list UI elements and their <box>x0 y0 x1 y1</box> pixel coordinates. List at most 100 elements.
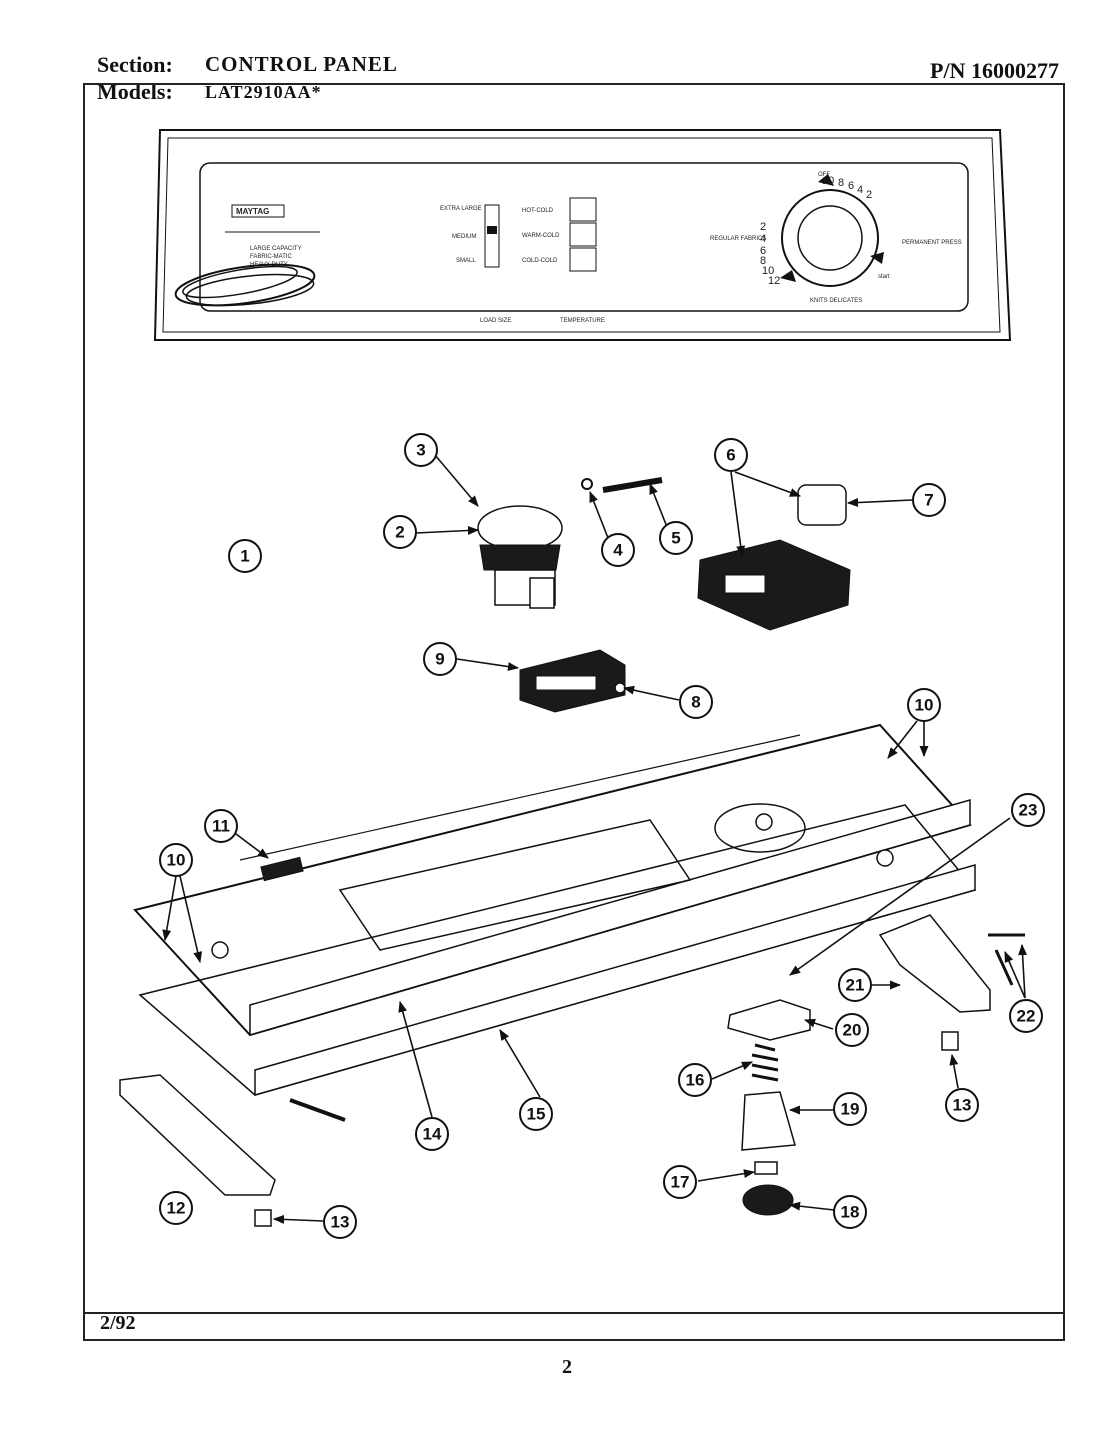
part-wire-harness <box>174 263 316 307</box>
control-panel-face: MAYTAG LARGE CAPACITY FABRIC-MATIC HEAVY… <box>153 129 1012 341</box>
dial-number-left-3: 6 <box>760 245 766 257</box>
dial-number-top-5: 2 <box>866 189 872 201</box>
brand-text: MAYTAG <box>236 207 269 216</box>
models-value: LAT2910AA* <box>205 82 322 102</box>
page-number: 2 <box>562 1356 572 1378</box>
part-timer-assembly <box>477 505 563 609</box>
part-end-cap <box>119 1074 276 1196</box>
temp-hot-cold-button[interactable] <box>569 197 597 222</box>
svg-text:17: 17 <box>671 1173 690 1192</box>
svg-text:15: 15 <box>527 1105 546 1124</box>
svg-text:8: 8 <box>691 693 700 712</box>
callout-14: 14 <box>415 1117 449 1151</box>
svg-text:11: 11 <box>212 817 230 836</box>
svg-text:5: 5 <box>671 529 680 548</box>
dial-number-top-2: 8 <box>838 177 844 189</box>
svg-text:2: 2 <box>395 523 404 542</box>
part-knob <box>741 1091 796 1151</box>
part-knob-base <box>742 1184 794 1216</box>
dial-number-left-2: 4 <box>760 233 766 245</box>
svg-text:10: 10 <box>915 696 934 715</box>
callout-21: 21 <box>838 968 872 1002</box>
svg-text:12: 12 <box>167 1199 186 1218</box>
callout-17: 17 <box>663 1165 697 1199</box>
dial-number-left-5: 10 <box>762 265 774 277</box>
part-clip <box>754 1161 778 1175</box>
part-screw <box>614 682 626 694</box>
load-size-small: SMALL <box>456 258 476 264</box>
temp-cold-cold-label: COLD-COLD <box>522 258 558 264</box>
svg-text:9: 9 <box>435 650 444 669</box>
svg-text:10: 10 <box>167 851 186 870</box>
part-screw <box>289 1098 346 1122</box>
tagline-1: LARGE CAPACITY <box>250 246 302 252</box>
callout-2: 2 <box>383 515 417 549</box>
part-clip-nut <box>941 1031 959 1051</box>
callout-8: 8 <box>679 685 713 719</box>
callout-3: 3 <box>404 433 438 467</box>
dial-start: start <box>878 274 890 280</box>
dial-regular-fabrics: REGULAR FABRICS <box>710 236 766 242</box>
maytag-logo <box>231 204 285 218</box>
svg-text:22: 22 <box>1017 1007 1036 1026</box>
callout-5: 5 <box>659 521 693 555</box>
tagline-2: FABRIC-MATIC <box>250 254 293 260</box>
temp-cold-cold-button[interactable] <box>569 247 597 272</box>
dial-number-top-3: 6 <box>848 180 854 192</box>
part-bracket-rail <box>138 804 977 1096</box>
callout-18: 18 <box>833 1195 867 1229</box>
leader-lines <box>162 454 1028 1224</box>
dial-number-left-4: 8 <box>760 255 766 267</box>
part-number: P/N 16000277 <box>930 58 1059 83</box>
svg-text:4: 4 <box>613 541 623 560</box>
svg-text:6: 6 <box>726 446 735 465</box>
svg-text:20: 20 <box>843 1021 862 1040</box>
svg-text:13: 13 <box>331 1213 350 1232</box>
svg-text:21: 21 <box>846 976 865 995</box>
callout-20: 20 <box>835 1013 869 1047</box>
dial-number-left-6: 12 <box>768 275 780 287</box>
section-label: Section: <box>97 52 173 77</box>
dial-off: OFF <box>818 172 830 178</box>
callout-9: 9 <box>423 642 457 676</box>
callout-4: 4 <box>601 533 635 567</box>
part-spring <box>602 477 663 493</box>
svg-text:1: 1 <box>240 547 249 566</box>
temp-warm-cold-button[interactable] <box>569 222 597 247</box>
part-timer <box>697 484 851 631</box>
dial-number-top-4: 4 <box>857 184 863 196</box>
load-size-medium: MEDIUM <box>452 234 476 240</box>
temperature-label: TEMPERATURE <box>560 318 605 324</box>
svg-text:19: 19 <box>841 1100 860 1119</box>
callout-7: 7 <box>912 483 946 517</box>
callout-13: 13 <box>323 1205 357 1239</box>
svg-text:18: 18 <box>841 1203 860 1222</box>
callout-11: 11 <box>204 809 238 843</box>
load-size-label: LOAD SIZE <box>480 318 511 324</box>
part-screw <box>994 949 1014 986</box>
svg-text:14: 14 <box>423 1125 442 1144</box>
svg-text:3: 3 <box>416 441 425 460</box>
callout-1: 1 <box>228 539 262 573</box>
part-cam-plate <box>727 999 811 1041</box>
callout-23: 23 <box>1011 793 1045 827</box>
callout-12: 12 <box>159 1191 193 1225</box>
part-bracket <box>878 914 991 1013</box>
dial-knits-delicates: KNITS DELICATES <box>810 298 862 304</box>
callout-6: 6 <box>714 438 748 472</box>
temp-warm-cold-label: WARM-COLD <box>522 233 560 239</box>
load-size-slider[interactable] <box>484 204 500 268</box>
part-clip <box>260 856 304 882</box>
part-clip-nut <box>254 1209 272 1227</box>
callout-16: 16 <box>678 1063 712 1097</box>
part-e-ring <box>581 478 593 490</box>
svg-text:13: 13 <box>953 1096 972 1115</box>
revision-date: 2/92 <box>100 1312 136 1334</box>
part-spring <box>751 1043 779 1082</box>
svg-text:16: 16 <box>686 1071 705 1090</box>
part-selector-switch <box>519 649 626 713</box>
dial-number-top-1: 10 <box>822 175 834 187</box>
callout-19: 19 <box>833 1092 867 1126</box>
section-value: CONTROL PANEL <box>205 52 398 76</box>
